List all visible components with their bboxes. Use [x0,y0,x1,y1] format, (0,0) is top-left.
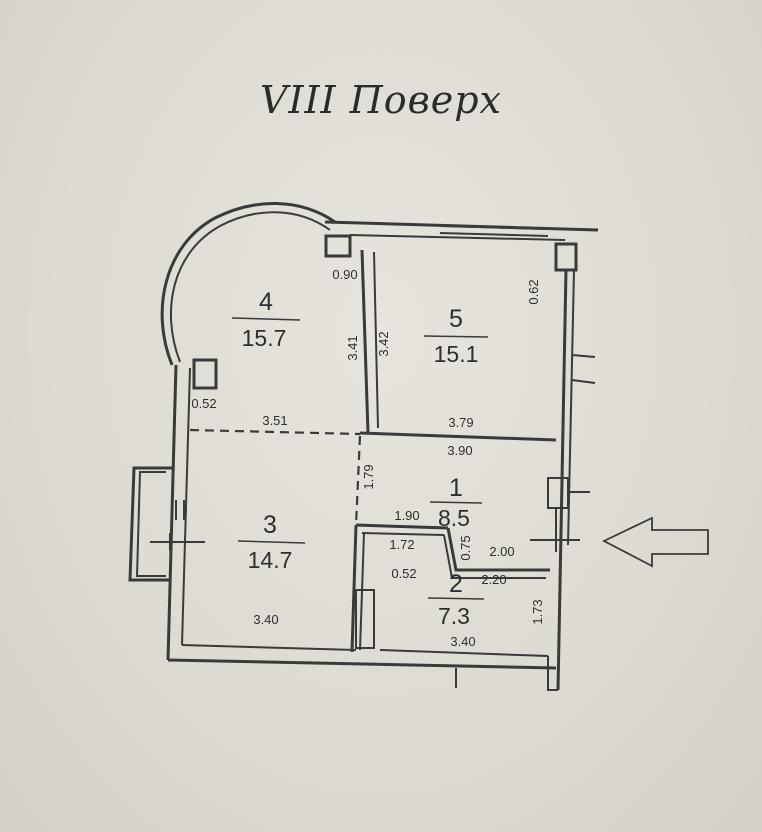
room-5-area: 15.1 [434,341,479,367]
bay-window-arc-inner [169,211,331,363]
riser-box [547,477,569,509]
room-4-label: 4 15.7 [231,288,301,351]
right-stub-2 [571,379,596,384]
room-3-label: 3 14.7 [237,511,306,573]
partition-4-5 [360,249,370,434]
dimension-label: 2.20 [481,572,506,587]
bathroom-step-wall-inner [443,534,546,579]
dimension-label: 0.62 [526,279,541,304]
dimension-label: 3.40 [253,612,278,627]
dimension-label: 2.00 [489,544,514,559]
left-wall-inner [181,367,191,646]
zone-line-3-1 [354,435,362,526]
dimension-label: 3.40 [450,634,475,649]
room-2-area: 7.3 [438,603,470,629]
dimension-label: 3.90 [447,443,472,458]
dimension-label: 3.51 [262,413,287,428]
room-4-fraction-line [231,317,301,321]
room-3-number: 3 [263,511,277,539]
room-1-area: 8.5 [438,505,470,531]
interior-walls [175,249,557,653]
room-3-fraction-line [237,540,306,544]
room-5-fraction-line [423,335,489,338]
room-5-label: 5 15.1 [423,305,489,367]
room-3-area: 14.7 [248,547,293,573]
bathroom-top-wall-inner [361,532,445,536]
room-2-number: 2 [449,570,463,598]
partition-5-1 [359,431,557,442]
dimension-label: 3.41 [345,335,360,360]
partition-4-5-inner [373,251,379,429]
bathroom-top-wall [355,523,449,530]
room-1-number: 1 [449,474,463,502]
dimension-label: 0.52 [191,396,216,411]
top-wall-inner [349,234,566,241]
top-window [439,225,549,237]
column-top-right [554,242,578,272]
bottom-wall-inner [181,644,549,657]
room-4-area: 15.7 [242,325,287,351]
column-left [192,358,218,390]
dimension-labels: 0.90 0.62 3.41 3.42 0.52 3.51 3.79 3.90 … [191,267,545,649]
dimension-label: 3.42 [376,331,391,356]
room-2-label: 2 7.3 [427,570,485,629]
axis-marks [150,530,580,552]
dimension-label: 1.72 [389,537,414,552]
room-4-number: 4 [259,288,273,316]
dimension-label: 1.73 [530,599,545,624]
floor-title: VIII Поверх [260,78,502,122]
left-wall [166,364,178,661]
room-1-label: 1 8.5 [429,474,483,531]
balcony-door [175,500,185,520]
cabinet [355,589,375,649]
right-wall [556,269,568,691]
bathroom-left-wall-inner [359,532,365,651]
bathroom-step-wall [446,527,550,572]
balcony-inner [135,471,166,577]
outer-walls [128,202,599,691]
dimension-label: 0.52 [391,566,416,581]
zone-line-4-3 [189,428,361,436]
bottom-wall [167,658,557,670]
right-stub-1 [571,354,596,358]
dimension-label: 1.90 [394,508,419,523]
bay-window-arc [160,202,336,366]
dimension-label: 0.90 [332,267,357,282]
bottom-right-corner [547,656,558,691]
dimension-label: 1.79 [361,464,376,489]
column-top-left [324,234,352,258]
dimension-label: 0.75 [458,535,473,560]
entrance-arrow-icon [601,516,709,568]
bathroom-left-wall [350,524,358,653]
room-2-fraction-line [427,597,485,600]
room-1-fraction-line [429,501,483,504]
dimension-label: 3.79 [448,415,473,430]
room-5-number: 5 [449,305,463,333]
balcony [128,466,172,582]
